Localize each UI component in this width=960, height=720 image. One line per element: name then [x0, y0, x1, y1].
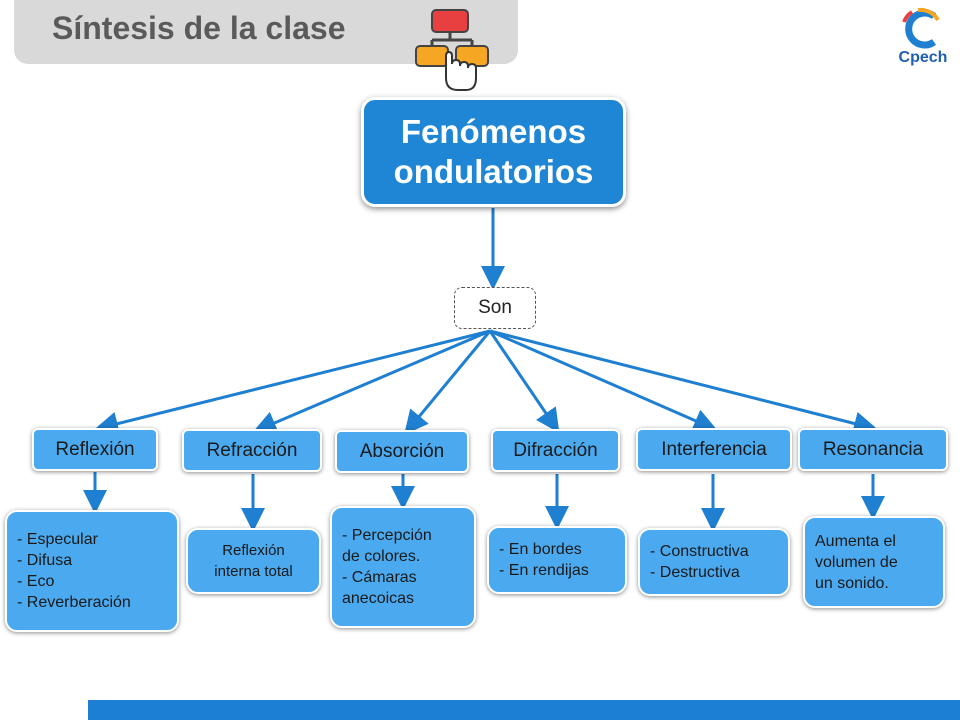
svg-text:Cpech: Cpech	[899, 49, 948, 66]
page-title: Síntesis de la clase	[52, 10, 346, 46]
arrow-son-to-absorcion	[404, 330, 492, 435]
detail-reflexion: - Especular - Difusa - Eco - Reverberaci…	[5, 510, 179, 632]
arrow-son-to-interferencia	[489, 329, 718, 432]
concept-map-hand-icon	[415, 9, 489, 91]
main-concept-label: Fenómenos ondulatorios	[393, 113, 594, 190]
category-reflexion: Reflexión	[32, 428, 158, 471]
category-refraccion: Refracción	[182, 429, 322, 472]
detail-interferencia: - Constructiva - Destructiva	[638, 528, 790, 596]
arrow-son-to-resonancia	[489, 329, 878, 436]
detail-difraccion: - En bordes - En rendijas	[487, 526, 627, 594]
category-resonancia: Resonancia	[798, 428, 948, 471]
detail-resonancia: Aumenta el volumen de un sonido.	[803, 516, 945, 608]
main-concept-node: Fenómenos ondulatorios	[361, 97, 626, 207]
arrow-son-to-difraccion	[488, 330, 560, 433]
arrow-son-to-reflexion	[94, 329, 491, 436]
footer-bar	[88, 700, 960, 720]
category-difraccion: Difracción	[491, 429, 620, 472]
connector-label-son: Son	[454, 287, 536, 329]
category-absorcion: Absorción	[335, 430, 469, 473]
cpech-logo: Cpech	[899, 7, 948, 66]
detail-absorcion: - Percepción de colores. - Cámaras aneco…	[330, 506, 476, 628]
detail-refraccion: Reflexión interna total	[186, 528, 321, 594]
arrow-son-to-refraccion	[252, 329, 491, 434]
category-interferencia: Interferencia	[636, 428, 792, 471]
